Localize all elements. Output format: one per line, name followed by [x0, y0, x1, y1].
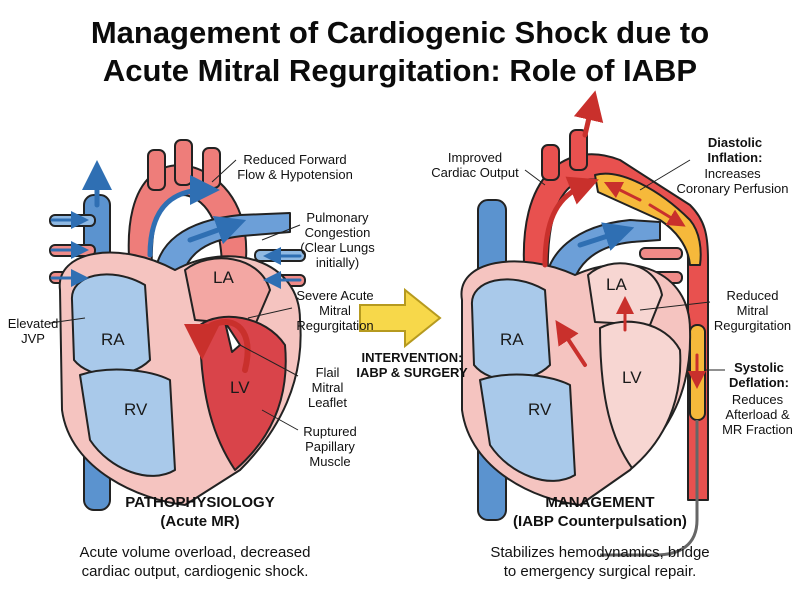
right-chamber-la: LA — [606, 275, 627, 294]
right-arrow-balloon-2 — [648, 203, 686, 227]
label-systolic-deflation-desc: Reduces Afterload & MR Fraction — [722, 392, 793, 437]
intervention-arrow-icon — [359, 287, 442, 349]
label-elevated-jvp: Elevated JVP — [7, 316, 59, 346]
left-aortic-branch-2 — [174, 139, 193, 186]
leader-diastolic — [639, 159, 691, 191]
leader-improved — [524, 169, 546, 186]
title-line-1: Management of Cardiogenic Shock due to — [90, 15, 710, 50]
iabp-catheter — [600, 420, 699, 557]
right-left-ventricle — [599, 320, 682, 469]
left-arrow-pa — [187, 215, 247, 245]
right-aortic-branch-2 — [569, 129, 588, 171]
intervention-label: INTERVENTION: IABP & SURGERY — [356, 350, 468, 380]
right-chamber-ra: RA — [500, 330, 524, 349]
left-heart-illustration — [49, 139, 306, 511]
right-right-ventricle — [479, 373, 576, 482]
leader-flail — [239, 344, 299, 377]
right-right-atrium — [470, 278, 551, 381]
page-title: Management of Cardiogenic Shock due to A… — [0, 14, 800, 90]
management-title: MANAGEMENT (IABP Counterpulsation) — [513, 494, 687, 530]
left-flow-arrows — [50, 160, 302, 373]
management-description: Stabilizes hemodynamics, bridge to emerg… — [490, 544, 710, 580]
label-reduced-mr: Reduced Mitral Regurgitation — [713, 288, 792, 333]
left-aortic-branch-1 — [147, 149, 166, 191]
left-chamber-rv: RV — [124, 400, 148, 419]
leader-pulmonary — [261, 224, 301, 241]
label-reduced-forward-flow: Reduced Forward Flow & Hypotension — [237, 152, 353, 182]
label-improved-cardiac-output: Improved Cardiac Output — [431, 150, 519, 180]
right-leader-lines — [524, 159, 725, 371]
right-heart-illustration — [460, 129, 709, 557]
right-aortic-branch-1 — [541, 144, 560, 181]
right-arrow-lv — [555, 319, 587, 367]
leader-ruptured — [261, 409, 299, 431]
left-chamber-lv: LV — [230, 378, 250, 397]
left-right-ventricle — [79, 368, 176, 477]
left-left-ventricle — [199, 315, 287, 471]
title-line-2: Acute Mitral Regurgitation: Role of IABP — [102, 53, 698, 88]
label-pulmonary-congestion: Pulmonary Congestion (Clear Lungs initia… — [300, 210, 375, 270]
left-flail-leaflet — [224, 321, 241, 353]
label-flail-leaflet: Flail Mitral Leaflet — [307, 365, 348, 410]
leader-reduced-mr — [639, 301, 711, 311]
left-left-atrium — [184, 257, 271, 326]
right-flow-arrows — [542, 90, 706, 389]
label-systolic-deflation-title: Systolic Deflation: — [729, 360, 789, 390]
left-chamber-la: LA — [213, 268, 234, 287]
pathophysiology-description: Acute volume overload, decreased cardiac… — [79, 544, 311, 580]
right-arrow-arch — [542, 176, 599, 268]
left-aortic-branch-3 — [202, 147, 221, 189]
label-ruptured-papillary: Ruptured Papillary Muscle — [303, 424, 357, 469]
label-severe-acute-mr: Severe Acute Mitral Regurgitation — [296, 288, 374, 333]
right-arrow-pa — [577, 222, 635, 251]
leader-reduced-forward — [211, 159, 237, 183]
left-arrow-regurg — [184, 319, 251, 373]
right-chamber-lv: LV — [622, 368, 642, 387]
right-vein-1 — [639, 247, 683, 260]
label-diastolic-inflation-desc: Increases Coronary Perfusion — [676, 166, 789, 196]
left-chamber-ra: RA — [101, 330, 125, 349]
left-right-atrium — [70, 273, 151, 376]
right-chamber-rv: RV — [528, 400, 552, 419]
pathophysiology-title: PATHOPHYSIOLOGY (Acute MR) — [125, 494, 275, 530]
right-arrow-balloon-1 — [603, 181, 642, 202]
leader-jvp — [49, 317, 86, 324]
left-leader-lines — [49, 159, 301, 431]
right-arrow-up — [573, 90, 604, 138]
left-arrow-arch — [147, 175, 220, 258]
label-diastolic-inflation-title: Diastolic Inflation: — [707, 135, 763, 165]
leader-severe-mr — [247, 307, 293, 319]
